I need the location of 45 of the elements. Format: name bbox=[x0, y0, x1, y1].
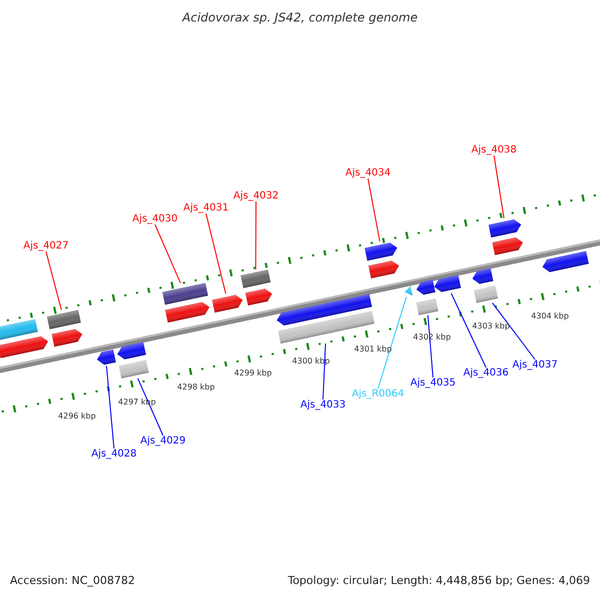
gene-label: Ajs_4032 bbox=[233, 190, 279, 202]
leader-line bbox=[494, 155, 504, 219]
gene-block bbox=[162, 282, 208, 305]
gene-feature bbox=[364, 242, 398, 261]
leader-line bbox=[368, 178, 380, 242]
gene-block bbox=[240, 270, 271, 288]
gene-label: Ajs_4027 bbox=[23, 240, 69, 252]
leader-line bbox=[450, 292, 486, 368]
accession-text: Accession: NC_008782 bbox=[10, 574, 136, 588]
gene-block bbox=[416, 298, 438, 316]
leader-line bbox=[206, 213, 226, 294]
gene-block bbox=[278, 310, 375, 344]
leader-line bbox=[492, 302, 536, 360]
gene-feature bbox=[434, 275, 461, 292]
scale-label: 4299 kbp bbox=[234, 370, 272, 378]
leader-line bbox=[322, 343, 326, 400]
scale-label: 4304 kbp bbox=[531, 312, 569, 322]
gene-label: Ajs_4028 bbox=[91, 448, 137, 460]
gene-marker bbox=[404, 286, 413, 296]
gene-label: Ajs_4031 bbox=[183, 202, 229, 214]
scale-label: 4303 kbp bbox=[472, 322, 510, 332]
leader-line bbox=[154, 224, 181, 284]
gene-label: Ajs_4029 bbox=[140, 436, 186, 446]
leader-line bbox=[427, 314, 434, 378]
gene-label: Ajs_R0064 bbox=[352, 388, 404, 400]
leader-line bbox=[106, 365, 114, 449]
scale-label: 4296 kbp bbox=[58, 412, 96, 422]
gene-feature bbox=[212, 294, 243, 313]
leader-line bbox=[137, 378, 164, 436]
gene-label: Ajs_4038 bbox=[471, 144, 517, 156]
gene-label: Ajs_4036 bbox=[463, 368, 509, 378]
gene-feature bbox=[96, 350, 116, 365]
gene-label: Ajs_4037 bbox=[512, 360, 558, 370]
genome-summary: Topology: circular; Length: 4,448,856 bp; Genes: 4,069 bbox=[288, 574, 590, 588]
gene-label: Ajs_4035 bbox=[410, 378, 456, 388]
gene-block bbox=[474, 286, 498, 303]
gene-block bbox=[46, 310, 81, 330]
gene-label: Ajs_4034 bbox=[345, 168, 391, 178]
gene-label: Ajs_4030 bbox=[132, 214, 178, 224]
gene-label: Ajs_4033 bbox=[300, 400, 346, 410]
gene-feature bbox=[488, 219, 522, 238]
leader-line bbox=[255, 201, 256, 270]
scale-label: 4298 kbp bbox=[177, 384, 215, 392]
gene-block bbox=[118, 360, 149, 378]
map-title: Acidovorax sp. JS42, complete genome bbox=[182, 11, 418, 25]
